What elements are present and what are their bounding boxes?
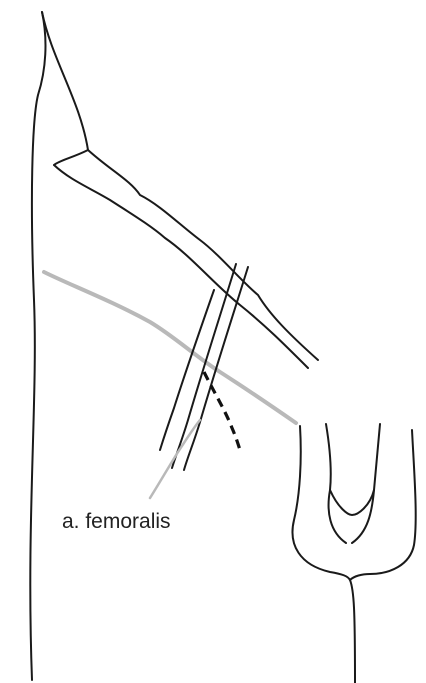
genital-outline-right: [350, 430, 416, 580]
label-leader-line: [150, 420, 200, 498]
inguinal-ligament-lower: [54, 165, 308, 368]
lateral-body-contour: [30, 12, 45, 680]
penis-tip: [330, 490, 374, 515]
penis-shaft-left: [326, 424, 346, 543]
iliac-crest-curve: [42, 12, 88, 150]
genital-outline: [293, 426, 356, 683]
artery-label: a. femoralis: [62, 510, 171, 533]
femoral-vessel-line-2: [184, 267, 248, 470]
femoral-vessel-line-1: [172, 264, 236, 468]
penis-shaft-right: [352, 424, 380, 543]
